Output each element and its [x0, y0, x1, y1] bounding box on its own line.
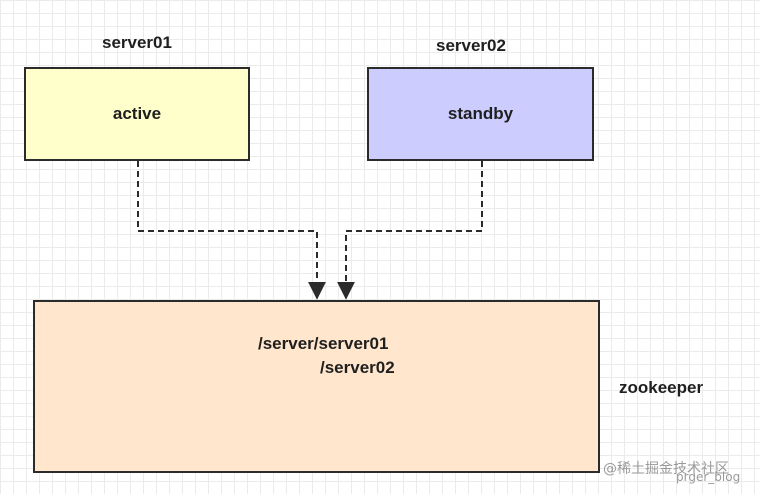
znode-server01: /server/server01 — [258, 334, 389, 353]
znode-server02: /server02 — [320, 358, 395, 377]
server01-label: server01 — [102, 33, 172, 52]
server02-to-zookeeper-arrow — [337, 161, 483, 300]
server01-box: active — [24, 67, 250, 161]
server01-to-zookeeper-arrow — [137, 161, 326, 300]
zookeeper-box: /server/server01 /server02 — [33, 300, 600, 473]
watermark-line1: @稀土掘金技术社区 — [603, 461, 729, 477]
server01-state: active — [112, 104, 162, 123]
watermark-line2: prger_blog — [676, 470, 741, 484]
server02-state: standby — [447, 104, 514, 123]
zookeeper-label: zookeeper — [619, 378, 704, 397]
server02-box: standby — [367, 67, 594, 161]
server02-label: server02 — [436, 36, 506, 55]
